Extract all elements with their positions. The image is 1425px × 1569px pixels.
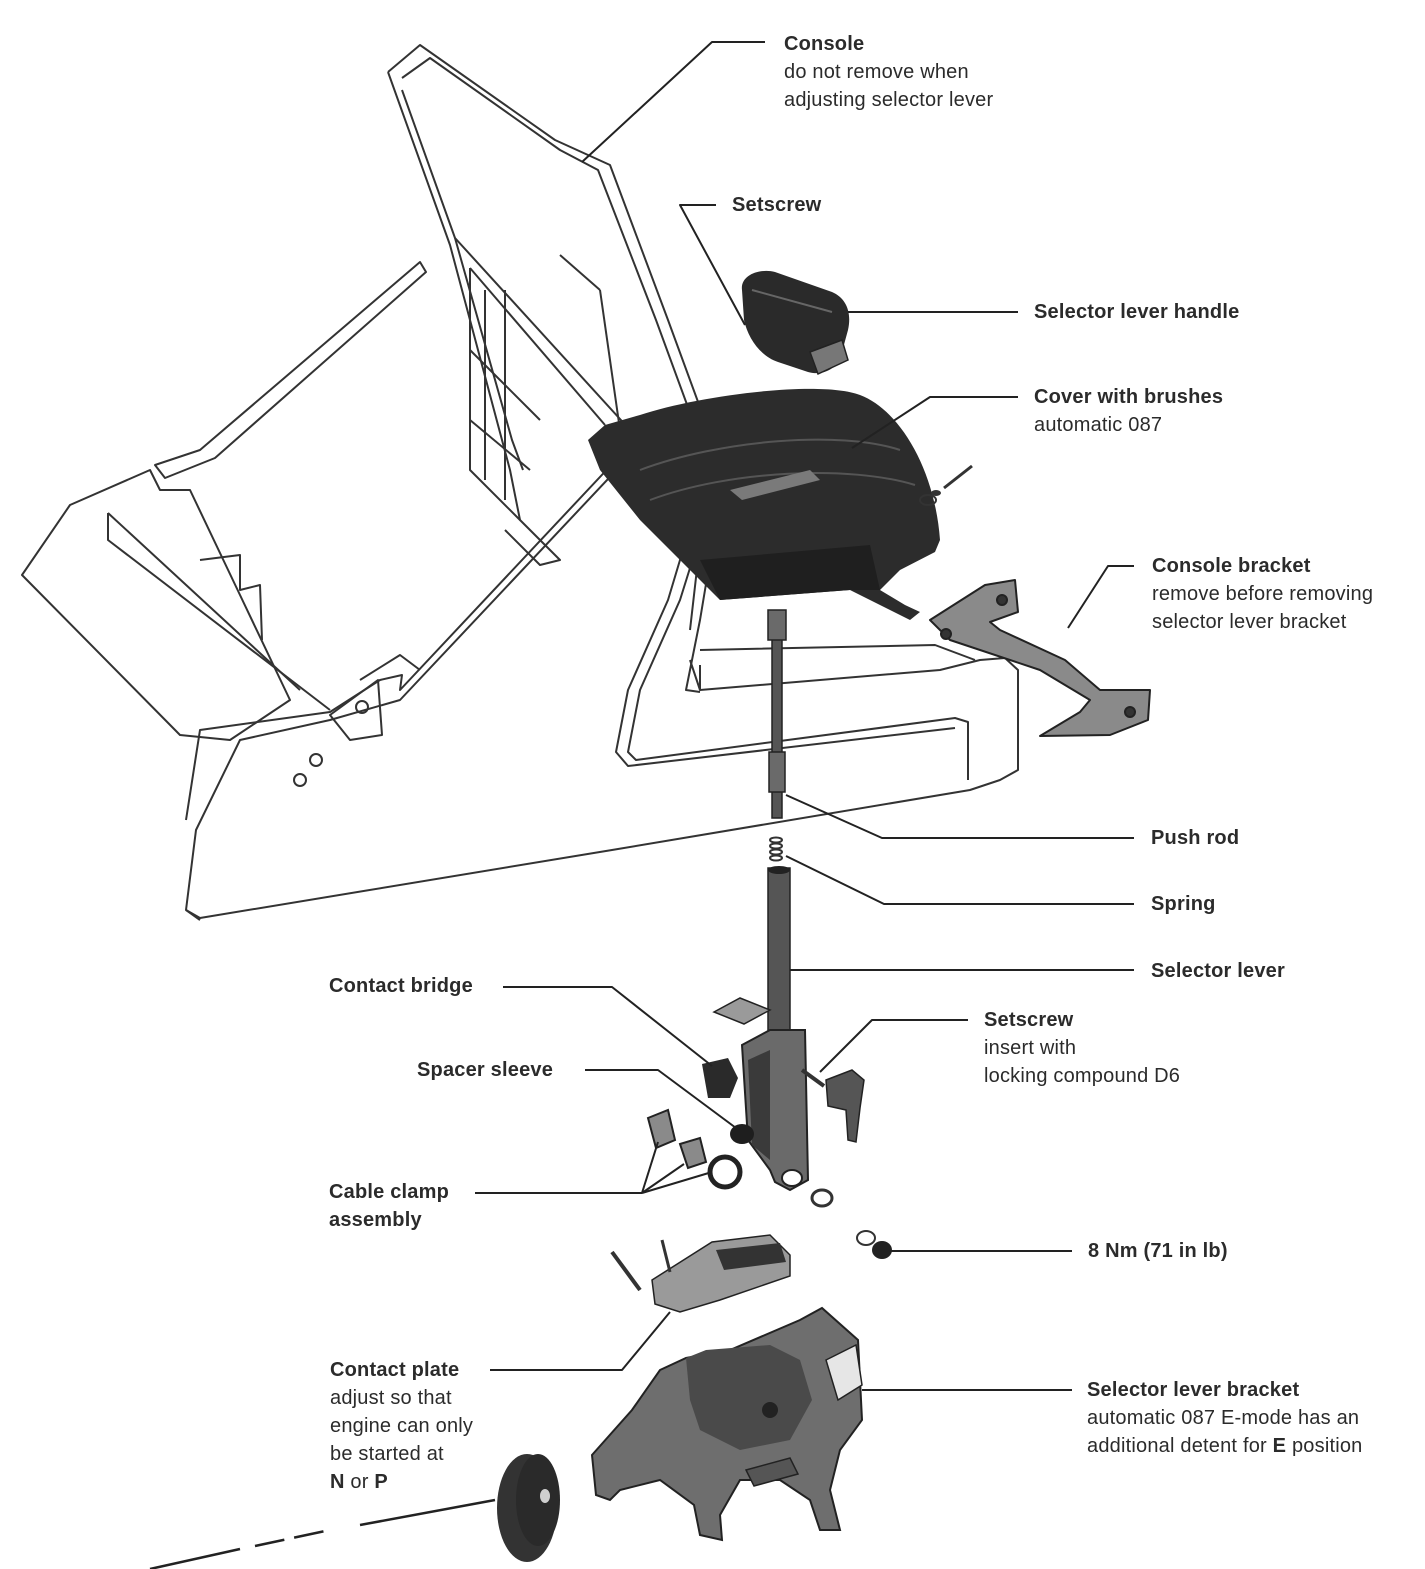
leader-setscrew-top <box>679 204 746 326</box>
callout-console-bracket-note-1: remove before removing <box>1152 583 1374 605</box>
callout-selector-lever-bracket-note-1: automatic 087 E-mode has an <box>1087 1407 1360 1429</box>
callout-selector-lever-bracket: Selector lever bracket automatic 087 E-m… <box>1087 1376 1363 1460</box>
detent-text-before: additional detent for <box>1087 1435 1267 1457</box>
selector-lever-handle <box>741 270 850 376</box>
push-rod <box>767 609 787 819</box>
cable-line <box>149 1498 496 1569</box>
callout-selector-lever-bracket-note-2: additional detent for E position <box>1087 1432 1363 1460</box>
callout-contact-plate-note-1: adjust so that <box>330 1387 452 1409</box>
callout-cover-with-brushes-title: Cover with brushes <box>1034 386 1224 408</box>
callout-push-rod: Push rod <box>1151 824 1239 852</box>
callout-setscrew-top-title: Setscrew <box>732 194 822 216</box>
callout-contact-bridge: Contact bridge <box>329 972 473 1000</box>
contact-plate <box>610 1234 791 1313</box>
callout-console-title: Console <box>784 33 865 55</box>
selector-lever <box>702 866 810 1192</box>
callout-cover-with-brushes-note: automatic 087 <box>1034 414 1163 436</box>
callout-console-bracket-title: Console bracket <box>1152 555 1311 577</box>
leader-lines <box>475 41 1134 1391</box>
leader-cable-clamp-2 <box>641 1163 685 1194</box>
callout-torque-title: 8 Nm (71 in lb) <box>1088 1240 1228 1262</box>
spring <box>769 836 783 862</box>
callout-cable-clamp-assembly: Cable clamp assembly <box>329 1178 449 1234</box>
callout-console-note-2: adjusting selector lever <box>784 89 994 111</box>
callout-selector-lever-title: Selector lever <box>1151 960 1285 982</box>
callout-selector-lever: Selector lever <box>1151 957 1285 985</box>
leader-spring <box>785 855 1134 905</box>
leader-spacer-sleeve <box>585 1069 737 1129</box>
leader-cover-with-brushes <box>851 396 1018 449</box>
callout-setscrew-lower: Setscrew insert with locking compound D6 <box>984 1006 1180 1090</box>
leader-console <box>581 41 765 163</box>
console-bracket <box>929 579 1151 737</box>
cover-with-brushes <box>588 388 940 620</box>
callout-spacer-sleeve: Spacer sleeve <box>417 1056 553 1084</box>
callout-spring: Spring <box>1151 890 1216 918</box>
callout-contact-plate-title: Contact plate <box>330 1359 460 1381</box>
callout-console-bracket-note-2: selector lever bracket <box>1152 611 1347 633</box>
position-p: P <box>374 1471 388 1493</box>
callout-selector-lever-handle-title: Selector lever handle <box>1034 301 1240 323</box>
cover-screw <box>919 464 973 506</box>
callout-contact-bridge-title: Contact bridge <box>329 975 473 997</box>
callout-console-note-1: do not remove when <box>784 61 969 83</box>
callout-console: Console do not remove when adjusting sel… <box>784 30 993 114</box>
leader-setscrew-lower <box>819 1019 968 1073</box>
callout-contact-plate: Contact plate adjust so that engine can … <box>330 1356 473 1496</box>
lever-washer <box>810 1188 892 1259</box>
callout-setscrew-lower-title: Setscrew <box>984 1009 1074 1031</box>
or-word: or <box>350 1471 369 1493</box>
leader-cable-clamp-1 <box>641 1141 659 1194</box>
callout-selector-lever-bracket-title: Selector lever bracket <box>1087 1379 1300 1401</box>
callout-cable-clamp-title-1: Cable clamp <box>329 1181 450 1203</box>
callout-cable-clamp-title-2: assembly <box>329 1209 422 1231</box>
console-frame <box>21 44 1019 921</box>
leader-push-rod <box>785 794 1134 839</box>
callout-push-rod-title: Push rod <box>1151 827 1240 849</box>
callout-contact-plate-note-4: N or P <box>330 1468 473 1496</box>
detent-text-after: position <box>1291 1435 1363 1457</box>
callout-setscrew-lower-note-2: locking compound D6 <box>984 1065 1181 1087</box>
rubber-bumper <box>497 1454 560 1562</box>
position-n: N <box>330 1471 345 1493</box>
spacer-sleeve <box>730 1124 754 1144</box>
callout-selector-lever-handle: Selector lever handle <box>1034 298 1239 326</box>
leader-console-bracket <box>1067 565 1134 629</box>
leader-contact-plate <box>490 1311 671 1371</box>
selector-lever-bracket <box>590 1306 864 1542</box>
position-e: E <box>1272 1435 1287 1457</box>
callout-contact-plate-note-2: engine can only <box>330 1415 474 1437</box>
callout-spacer-sleeve-title: Spacer sleeve <box>417 1059 554 1081</box>
callout-spring-title: Spring <box>1151 893 1216 915</box>
callout-setscrew-top: Setscrew <box>732 191 821 219</box>
callout-contact-plate-note-3: be started at <box>330 1443 444 1465</box>
leader-contact-bridge <box>503 986 713 1067</box>
callout-cover-with-brushes: Cover with brushes automatic 087 <box>1034 383 1223 439</box>
callout-setscrew-lower-note-1: insert with <box>984 1037 1077 1059</box>
leader-cable-clamp-3 <box>641 1171 713 1194</box>
callout-torque: 8 Nm (71 in lb) <box>1088 1237 1228 1265</box>
lever-setscrew <box>800 1068 865 1143</box>
callout-console-bracket: Console bracket remove before removing s… <box>1152 552 1373 636</box>
